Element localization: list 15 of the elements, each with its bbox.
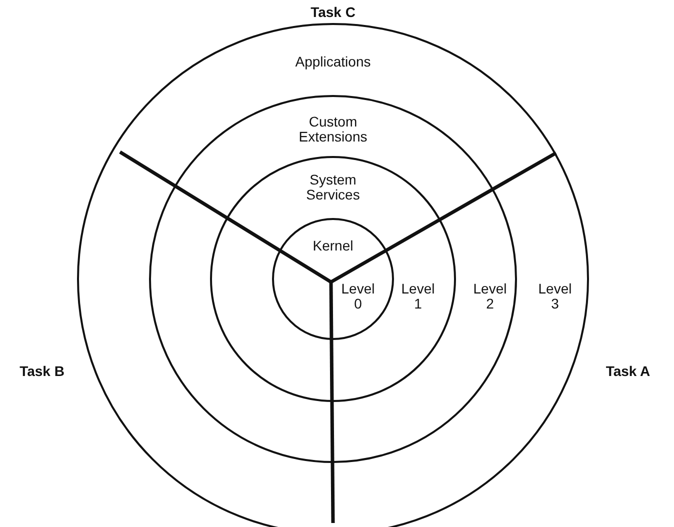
layer-name: Applications	[294, 54, 372, 70]
task-label: Task C	[310, 4, 356, 20]
ring	[77, 23, 589, 527]
ring	[149, 95, 517, 463]
layer-name: Kernel	[312, 238, 354, 254]
level-label: Level 2	[472, 282, 508, 312]
layer-name: Custom Extensions	[298, 114, 368, 146]
ring	[210, 156, 456, 402]
task-label: Task A	[606, 363, 650, 379]
level-label: Level 1	[400, 282, 436, 312]
level-label: Level 0	[340, 282, 376, 312]
layer-name: System Services	[305, 172, 361, 204]
ring	[272, 218, 394, 340]
level-label: Level 3	[537, 282, 573, 312]
task-label: Task B	[20, 363, 64, 379]
